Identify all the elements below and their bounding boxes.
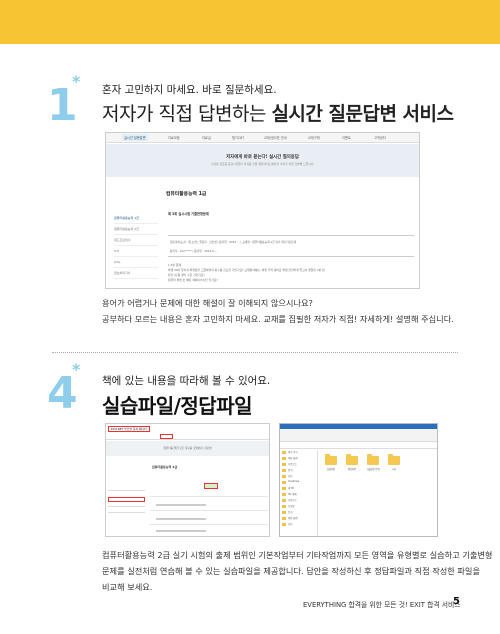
- star-icon: *: [72, 360, 81, 379]
- screenshot-sidebar: 컴퓨터활용능력 1급 컴퓨터활용능력 2급 워드프로세서 ITQ GTQ 정보처…: [114, 213, 158, 279]
- section-number: 1 *: [47, 74, 80, 128]
- star-icon: *: [72, 72, 81, 91]
- screenshot-nav: [106, 434, 269, 440]
- body-line: 1.4번 문제: [168, 263, 182, 267]
- nav-item: 자료모음: [168, 136, 180, 140]
- table-row: [156, 518, 206, 520]
- explorer-tabs: [280, 424, 437, 429]
- body-line-2: 공부하다 모르는 내용은 혼자 고민하지 마세요. 교재를 집필한 저자가 직접…: [102, 314, 454, 324]
- nav-folder: 바로 가기: [280, 450, 317, 456]
- meta-row: 험문출처/도서 : 컴 소개 | 질문자 : 김인성 | 등록일 : 2023 …: [170, 240, 297, 244]
- section-title: 실습파일/정답파일: [102, 394, 253, 418]
- practice-files-screenshot: EXIT.NET 부르면 합격 에디터 컴퓨터를 위한 모든 자료를 모았어요!…: [105, 423, 270, 537]
- nav-item: 실시간 질문답변: [122, 134, 148, 141]
- nav-folder: 사진: [280, 522, 317, 528]
- sidebar-item: ITQ: [114, 246, 158, 257]
- hero-title: 저자에게 바로 묻는다! 실시간 질의응답: [226, 155, 299, 160]
- section-subtitle: 혼자 고민하지 마세요. 바로 질문하세요.: [102, 84, 277, 96]
- screenshot-hero: 컴퓨터를 위한 모든 자료를 모았어요! 자료실: [106, 441, 269, 456]
- sidebar-item: 컴퓨터활용능력 1급: [114, 213, 158, 224]
- nav-item: 이벤트: [342, 136, 351, 140]
- nav-folder: 3D 개체: [280, 492, 317, 498]
- nav-folder: 다운로드: [280, 462, 317, 468]
- question-meta: 험문출처/도서 : 컴 소개 | 질문자 : 김인성 | 등록일 : 2023 …: [168, 235, 414, 257]
- folder-icon: [388, 454, 400, 465]
- section-divider: [52, 352, 458, 353]
- nav-item: 교재구매: [308, 136, 320, 140]
- file-explorer-screenshot: 바로 가기 바탕 화면 다운로드 문서 사진 OneDrive 내 PC 3D …: [279, 423, 438, 537]
- nav-folder: 바탕 화면: [280, 456, 317, 462]
- section-number-text: 1: [47, 80, 78, 131]
- table-row: [156, 504, 206, 506]
- section-number-text: 4: [47, 368, 78, 419]
- highlighted-sidebar-item: [108, 497, 145, 502]
- hero-subtitle: 수험생 궁금증 공감! 컴퓨터 자격증 전문 컴퓨터이노베이션 저자가 직접 답…: [210, 162, 315, 166]
- screenshot-page-title: 컴퓨터활용능력 2급: [152, 465, 178, 469]
- section-subtitle: 책에 있는 내용을 따라해 볼 수 있어요.: [102, 375, 271, 387]
- folder-icon: [346, 454, 358, 465]
- table-row: [150, 510, 268, 511]
- question-title: 제 3회 실시시험 기출변형문제: [168, 212, 209, 216]
- sidebar-item: 컴퓨터활용능력 2급: [114, 224, 158, 235]
- section-number: 4 *: [47, 362, 80, 416]
- table-row: [150, 524, 268, 525]
- folder-icon: [325, 454, 337, 465]
- question-body: 1.4번 문제 확생 40이 들어서 확생형을 그렸하면서 회수를 강조한 기인…: [168, 263, 408, 283]
- section-title-light: 저자가 직접 답변하는: [102, 103, 266, 125]
- sidebar-line: [108, 506, 145, 507]
- body-line: 확생 40이 들어서 확생형을 그렸하면서 회수를 강조한 기인가요? 교재방식…: [168, 268, 325, 272]
- table-row: [150, 496, 268, 497]
- nav-item: 교재/정오표 안내: [264, 136, 287, 140]
- highlighted-tab: [160, 434, 173, 439]
- footer-text: EVERYTHING 합격을 위한 모든 것! EXIT 합격 서비스: [303, 601, 461, 609]
- nav-item: 자료실: [202, 136, 211, 140]
- folder-label: 정답파일: [347, 468, 357, 471]
- nav-folder: OneDrive: [280, 480, 317, 486]
- highlighted-button: [204, 483, 218, 489]
- explorer-nav-pane: 바로 가기 바탕 화면 다운로드 문서 사진 OneDrive 내 PC 3D …: [280, 450, 318, 536]
- explorer-ribbon: [280, 424, 437, 442]
- nav-folder: 바탕 화면: [280, 516, 317, 522]
- screenshot-page-title: 컴퓨터활용능력 1급: [166, 192, 207, 197]
- folder-label: 기타: [391, 468, 397, 471]
- nav-folder: 사진: [280, 474, 317, 480]
- sidebar-item: GTQ: [114, 257, 158, 268]
- nav-folder: 동영상: [280, 504, 317, 510]
- nav-folder: 내 PC: [280, 486, 317, 492]
- sidebar-line: [108, 490, 145, 491]
- screenshot-nav: 실시간 질문답변 자료모음 자료실 챙기CBT 교재/정오표 안내 교재구매 이…: [106, 133, 419, 143]
- section-title: 저자가 직접 답변하는 실시간 질문답변 서비스: [102, 99, 454, 126]
- nav-item: 챙기CBT: [232, 136, 245, 140]
- folder-label: 기출변형 문제: [366, 468, 380, 471]
- nav-folder: 문서: [280, 510, 317, 516]
- top-yellow-bar: [0, 0, 500, 44]
- body-line-2: 문제를 실전처럼 연습해 볼 수 있는 실습파일을 제공합니다. 답안을 작성하…: [102, 566, 481, 576]
- nav-item: 고객센터: [374, 136, 386, 140]
- page-number: 5: [453, 596, 460, 607]
- sidebar-item: 워드프로세서: [114, 235, 158, 246]
- screenshot-hero: 저자에게 바로 묻는다! 실시간 질의응답 수험생 궁금증 공감! 컴퓨터 자격…: [106, 144, 419, 177]
- table-row: [156, 530, 206, 532]
- site-brand: EXIT.NET 부르면 합격 에디터: [108, 426, 150, 432]
- sidebar-line: [108, 512, 145, 513]
- body-line-1: 컴퓨터활용능력 2급 실기 시험의 출제 범위인 기본작업부터 기타작업까지 모…: [102, 550, 493, 560]
- section-title-bold: 실시간 질문답변 서비스: [271, 103, 454, 125]
- explorer-address-bar: [280, 443, 437, 449]
- body-line: 완전 내 좀 넣어 수준 거인가요?: [168, 273, 205, 277]
- folder-icon: [367, 454, 379, 465]
- nav-folder: 다운로드: [280, 498, 317, 504]
- body-line: 컴퓨터 확생 초 에이 3에이라 이인 인가요?: [168, 278, 218, 282]
- folder-label: 실습파일: [326, 468, 336, 471]
- hero-title: 컴퓨터를 위한 모든 자료를 모았어요! 자료실: [163, 447, 212, 450]
- qa-service-screenshot: 실시간 질문답변 자료모음 자료실 챙기CBT 교재/정오표 안내 교재구매 이…: [105, 132, 420, 289]
- body-line-1: 용어가 어렵거나 문제에 대한 해설이 잘 이해되지 않으시나요?: [102, 298, 313, 308]
- body-line-3: 비교해 보세요.: [102, 582, 153, 592]
- sidebar-item: 정보처리기사: [114, 268, 158, 279]
- meta-row: 등록자 : kim***** | 등록일 : 2023-0-...: [170, 249, 218, 253]
- nav-folder: 문서: [280, 468, 317, 474]
